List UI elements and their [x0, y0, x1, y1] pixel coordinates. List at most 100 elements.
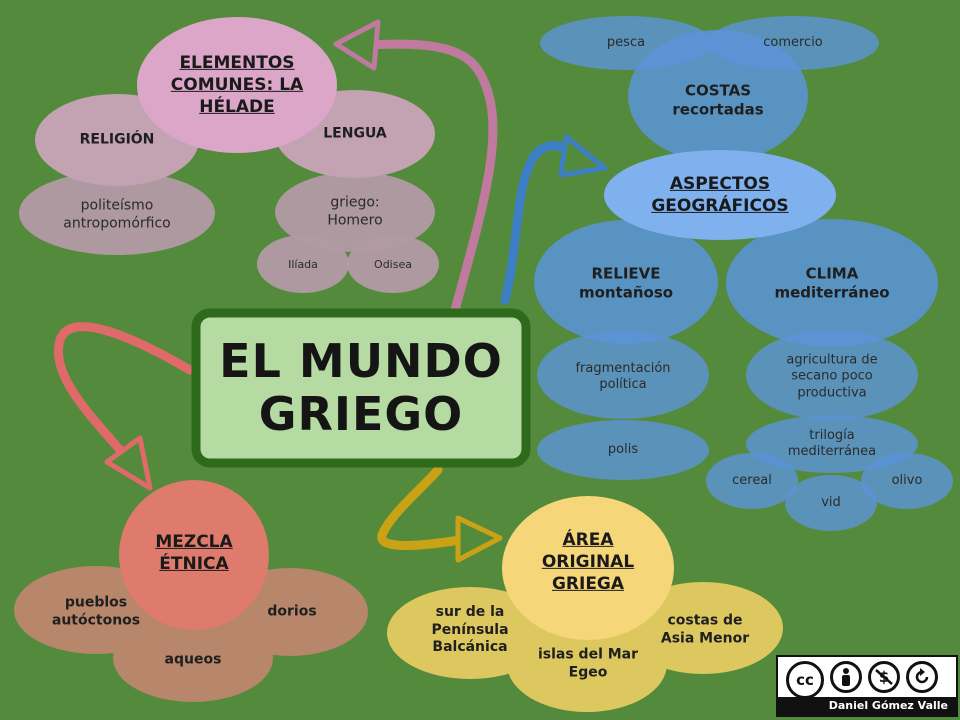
fragmentacion-label: fragmentación política	[575, 361, 670, 394]
odisea-label: Odisea	[374, 258, 412, 272]
area-header-ellipse	[502, 496, 674, 640]
cereal-ellipse	[706, 453, 798, 509]
comercio-label: comercio	[763, 34, 823, 50]
main-title-line-2: GRIEGO	[258, 387, 464, 441]
vid-ellipse	[785, 475, 877, 531]
cereal-label: cereal	[732, 472, 772, 488]
iliada-label: Ilíada	[288, 258, 318, 272]
pueblos-line-2: autóctonos	[51, 612, 141, 628]
lengua-detail-line-2: Homero	[327, 212, 383, 228]
person-icon	[842, 668, 850, 686]
olivo-ellipse	[861, 453, 953, 509]
mezcla-header: MEZCLA ÉTNICA	[155, 531, 232, 575]
area-header: ÁREA ORIGINAL GRIEGA	[542, 529, 634, 595]
main-title: EL MUNDO GRIEGO	[219, 335, 503, 441]
area-header-line-1: ÁREA	[562, 529, 614, 550]
lengua-detail-ellipse	[275, 172, 435, 252]
religion-detail-line-1: politeísmo	[80, 197, 154, 214]
geografia-header-ellipse	[604, 150, 836, 240]
trilogia-line-2: mediterránea	[787, 444, 877, 459]
trilogia-label: trilogía mediterránea	[788, 428, 876, 461]
by-icon	[830, 661, 862, 693]
odisea-ellipse	[347, 235, 439, 293]
iliada-ellipse	[257, 235, 349, 293]
relieve-ellipse	[534, 220, 718, 344]
islas-label: islas del Mar Egeo	[538, 647, 638, 682]
arrow-to-area	[377, 465, 465, 550]
share-alike-icon	[915, 668, 929, 684]
pueblos-label: pueblos autóctonos	[52, 595, 140, 630]
trilogia-ellipse	[746, 415, 918, 473]
fragmentacion-ellipse	[537, 331, 709, 419]
relieve-line-1: RELIEVE	[591, 264, 661, 283]
vid-label: vid	[821, 494, 841, 510]
helade-header-line-1: ELEMENTOS	[179, 52, 295, 73]
agricultura-label: agricultura de secano poco productiva	[786, 353, 877, 402]
sur-line-2: Península	[431, 621, 509, 638]
dorios-label: dorios	[267, 603, 317, 620]
costas-line-2: recortadas	[672, 100, 764, 118]
aqueos-ellipse	[113, 614, 273, 702]
pueblos-line-1: pueblos	[64, 594, 128, 611]
area-header-line-2: ORIGINAL	[541, 551, 635, 572]
arrowhead-geografia	[558, 134, 608, 178]
arrow-to-helade	[365, 39, 498, 315]
mezcla-header-line-1: MEZCLA	[155, 531, 233, 552]
main-title-box	[191, 308, 531, 468]
mezcla-header-circle	[119, 480, 269, 630]
religion-detail-label: politeísmo antropomórfico	[63, 198, 170, 233]
trilogia-line-1: trilogía	[809, 427, 855, 443]
cc-icon: cc	[786, 661, 824, 699]
agricultura-ellipse	[746, 330, 918, 420]
license-badge[interactable]: cc $ Daniel Gómez Valle	[776, 655, 958, 717]
clima-ellipse	[726, 219, 938, 347]
religion-label: RELIGIÓN	[79, 131, 155, 148]
agricultura-line-1: agricultura de	[786, 352, 878, 368]
license-author: Daniel Gómez Valle	[778, 697, 956, 715]
aqueos-label: aqueos	[164, 651, 222, 668]
costas-label: COSTAS recortadas	[672, 81, 763, 119]
costas-asia-line-2: Asia Menor	[660, 630, 750, 646]
geografia-header-line-2: GEOGRÁFICOS	[651, 196, 789, 216]
agricultura-line-3: productiva	[797, 385, 867, 401]
license-icons: cc $	[778, 657, 956, 699]
religion-detail-line-2: antropomórfico	[63, 215, 171, 231]
agricultura-line-2: secano poco	[791, 368, 873, 384]
helade-header-ellipse	[137, 17, 337, 153]
nc-icon: $	[868, 661, 900, 693]
olivo-label: olivo	[891, 472, 923, 488]
mezcla-header-line-2: ÉTNICA	[159, 554, 229, 574]
arrowhead-mezcla	[104, 435, 153, 491]
geografia-header: ASPECTOS GEOGRÁFICOS	[651, 173, 788, 217]
pesca-ellipse	[540, 16, 712, 70]
main-title-line-1: EL MUNDO	[219, 334, 503, 389]
islas-line-2: Egeo	[568, 664, 608, 680]
religion-detail-ellipse	[19, 171, 215, 255]
arrowhead-area	[455, 515, 503, 563]
helade-header-line-3: HÉLADE	[199, 97, 275, 118]
polis-ellipse	[537, 420, 709, 480]
lengua-label: LENGUA	[323, 125, 387, 142]
lengua-detail-label: griego: Homero	[327, 195, 382, 230]
islas-line-1: islas del Mar	[537, 646, 639, 663]
helade-header-line-2: COMUNES: LA	[170, 74, 304, 95]
arrowhead-helade	[333, 19, 381, 71]
geografia-header-line-1: ASPECTOS	[669, 173, 771, 194]
clima-line-2: mediterráneo	[774, 283, 890, 301]
polis-label: polis	[607, 441, 639, 457]
lengua-detail-line-1: griego:	[330, 194, 380, 211]
comercio-ellipse	[707, 16, 879, 70]
fragmentacion-line-1: fragmentación	[575, 360, 671, 376]
no-dollar-icon: $	[875, 668, 893, 686]
relieve-label: RELIEVE montañoso	[579, 264, 673, 302]
costas-asia-label: costas de Asia Menor	[661, 613, 749, 648]
sur-line-1: sur de la	[435, 603, 505, 620]
sur-line-3: Balcánica	[432, 638, 508, 655]
costas-line-1: COSTAS	[684, 81, 752, 100]
clima-label: CLIMA mediterráneo	[774, 264, 889, 302]
relieve-line-2: montañoso	[578, 283, 674, 301]
islas-ellipse	[507, 616, 667, 712]
pesca-label: pesca	[606, 34, 646, 50]
